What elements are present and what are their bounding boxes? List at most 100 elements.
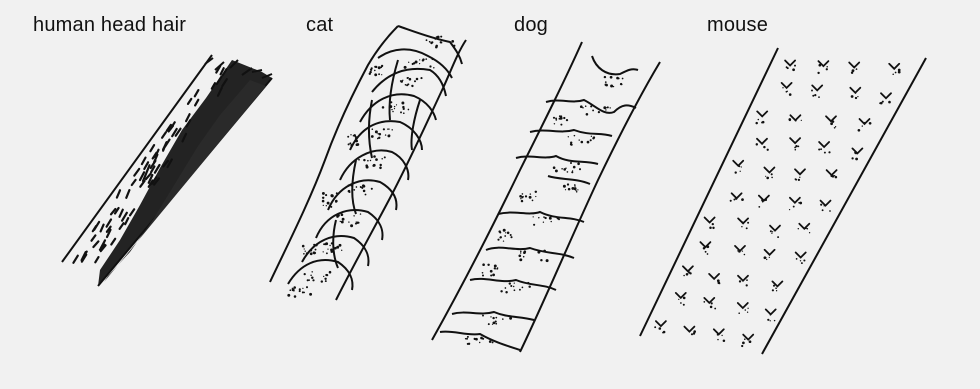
stipple-dot (755, 122, 757, 124)
stipple-dot (804, 227, 806, 229)
scale-chevron (757, 139, 767, 144)
stipple-dot (323, 276, 324, 277)
stipple-dot (358, 159, 360, 161)
stipple-dot (400, 80, 402, 82)
stipple-dot (482, 272, 484, 274)
stipple-dot (607, 106, 609, 108)
stipple-dot (555, 117, 557, 119)
stipple-dot (549, 217, 552, 220)
scale-chevron (735, 246, 745, 251)
stipple-dot (419, 59, 420, 60)
stipple-dot (315, 244, 318, 247)
stipple-dot (567, 171, 569, 173)
scale-stroke (117, 190, 120, 197)
stipple-dot (576, 191, 578, 193)
stipple-dot (355, 223, 357, 225)
stipple-dot (606, 107, 607, 108)
stipple-dot (341, 221, 344, 224)
stipple-dot (855, 97, 857, 99)
stipple-dot (495, 317, 497, 319)
scale-stroke (107, 220, 111, 227)
stipple-dot (391, 109, 392, 110)
stipple-dot (581, 141, 584, 144)
stipple-dot (654, 326, 656, 328)
stipple-dot (374, 73, 377, 76)
stipple-dot (521, 200, 523, 202)
stipple-dot (499, 231, 501, 233)
stipple-dot (488, 323, 490, 325)
stipple-dot (342, 218, 345, 221)
stipple-dot (788, 118, 791, 121)
scale-chevron (684, 327, 694, 332)
stipple-dot (782, 87, 783, 88)
stipple-dot (513, 286, 514, 287)
stipple-dot (888, 101, 891, 104)
scale-stroke (132, 180, 136, 185)
stipple-dot (834, 127, 836, 129)
stipple-dot (683, 275, 685, 277)
stipple-dot (717, 339, 718, 340)
stipple-dot (571, 187, 574, 190)
scale-chevron (714, 329, 724, 334)
scale-chevron (819, 142, 829, 147)
stipple-dot (378, 73, 380, 75)
stipple-dot (563, 185, 566, 188)
stipple-dot (294, 295, 297, 298)
stipple-dot (302, 288, 303, 289)
stipple-dot (479, 342, 480, 343)
stipple-dot (412, 63, 414, 65)
stipple-dot (519, 195, 522, 198)
stipple-dot (403, 112, 405, 114)
stipple-dot (492, 341, 494, 343)
stipple-dot (519, 289, 521, 291)
stipple-dot (326, 252, 328, 254)
stipple-dot (777, 236, 779, 238)
stipple-dot (340, 221, 341, 222)
stipple-dot (742, 342, 745, 345)
stipple-dot (313, 246, 314, 247)
stipple-dot (775, 287, 777, 289)
stipple-dot (504, 235, 506, 237)
stipple-dot (826, 68, 828, 70)
stipple-dot (451, 40, 454, 43)
stipple-dot (713, 277, 715, 279)
stipple-dot (535, 191, 537, 193)
stipple-dot (579, 168, 581, 170)
stipple-dot (857, 96, 858, 97)
stipple-dot (365, 164, 368, 167)
stipple-dot (739, 280, 741, 282)
stipple-dot (495, 321, 497, 323)
stipple-dot (505, 232, 506, 233)
stipple-dot (309, 293, 312, 296)
stipple-dot (796, 258, 798, 260)
stipple-dot (799, 202, 802, 205)
human-hair-drawing (62, 55, 272, 286)
scale-stroke (73, 256, 77, 263)
stipple-dot (356, 221, 357, 222)
stipple-dot (693, 332, 695, 334)
stipple-dot (437, 36, 440, 39)
stipple-dot (401, 102, 404, 105)
stipple-dot (514, 289, 516, 291)
stipple-dot (558, 218, 560, 220)
stipple-dot (573, 166, 576, 169)
stipple-dot (405, 84, 407, 86)
stipple-dot (331, 194, 334, 197)
stipple-dot (527, 282, 529, 284)
stipple-dot (529, 196, 532, 199)
stipple-dot (313, 251, 316, 254)
stipple-dot (375, 66, 377, 68)
stipple-dot (610, 76, 613, 79)
stipple-dot (348, 190, 351, 193)
stipple-dot (730, 200, 732, 202)
stipple-dot (577, 162, 580, 165)
stipple-dot (315, 249, 317, 251)
stipple-dot (389, 105, 392, 108)
stipple-dot (747, 222, 749, 224)
stipple-dot (703, 301, 705, 303)
stipple-dot (765, 176, 766, 177)
stipple-dot (858, 129, 861, 132)
stipple-dot (520, 252, 521, 253)
stipple-dot (355, 136, 357, 138)
scale-chevron (683, 266, 693, 271)
